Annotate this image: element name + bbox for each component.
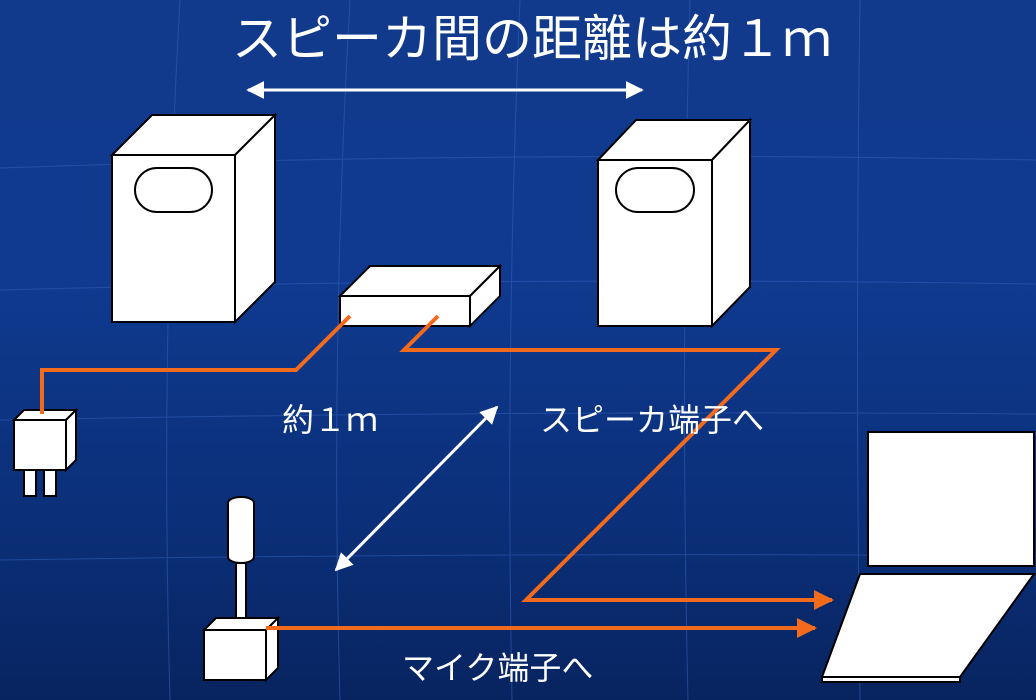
mic-distance-label: 約１ｍ bbox=[282, 401, 379, 439]
page-title: スピーカ間の距離は約１ｍ bbox=[232, 10, 832, 68]
cables bbox=[40, 314, 834, 638]
power-plug bbox=[11, 407, 79, 497]
amplifier-box bbox=[337, 263, 503, 329]
power-cable bbox=[40, 314, 352, 414]
microphone bbox=[201, 496, 281, 683]
speaker-cable bbox=[399, 314, 834, 610]
mic-distance-arrow bbox=[334, 405, 499, 572]
right-speaker bbox=[595, 117, 753, 329]
left-speaker bbox=[109, 112, 278, 325]
speaker-terminal-label: スピーカ端子へ bbox=[540, 401, 765, 439]
laptop-computer bbox=[820, 431, 1036, 683]
mic-terminal-label: マイク端子へ bbox=[402, 649, 594, 687]
